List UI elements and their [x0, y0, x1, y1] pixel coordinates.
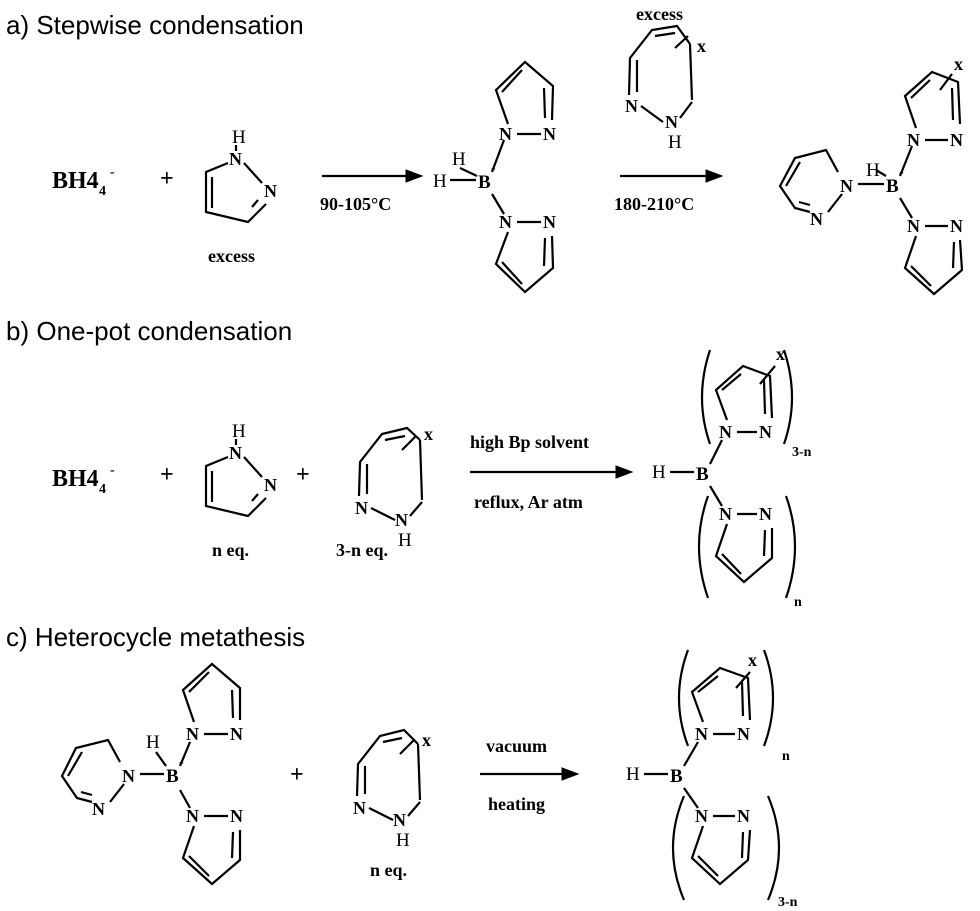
- atom-n: N: [950, 130, 963, 150]
- atom-n: N: [907, 130, 920, 150]
- pyrazole-molecule: H N N: [204, 421, 277, 518]
- substituted-pyrazole: x N N H: [625, 24, 706, 153]
- atom-n: N: [353, 798, 366, 818]
- atom-n: N: [543, 212, 556, 232]
- atom-n: N: [499, 212, 512, 232]
- atom-h: H: [866, 160, 880, 181]
- condition-top: high Bp solvent: [470, 432, 589, 452]
- atom-n: N: [759, 422, 772, 442]
- substituent-x: x: [776, 344, 785, 364]
- atom-n: N: [950, 216, 963, 236]
- plus-sign: +: [160, 166, 174, 192]
- excess-label: excess: [636, 4, 683, 24]
- tris-pyrazolyl-borate: N N B - H N N N N: [60, 662, 243, 886]
- pyrazole-molecule: H N N: [204, 127, 277, 224]
- atom-n: N: [122, 766, 135, 786]
- mixed-borate-product: H B N N x n N N: [626, 649, 798, 910]
- atom-b: B: [478, 172, 491, 193]
- bh4-subscript: 4: [99, 482, 106, 497]
- substituted-pyrazole: x N N H: [353, 728, 431, 851]
- atom-h: H: [668, 132, 682, 153]
- atom-n: N: [264, 181, 277, 201]
- subscript-n: n: [794, 595, 802, 610]
- atom-n: N: [665, 112, 678, 132]
- section-a-label: a) Stepwise condensation: [6, 10, 304, 40]
- bh4-formula: BH4: [52, 168, 99, 194]
- atom-h: H: [398, 530, 412, 551]
- atom-h: H: [232, 421, 246, 442]
- atom-h: H: [232, 127, 246, 148]
- atom-n: N: [92, 799, 105, 819]
- plus-sign: +: [290, 762, 304, 788]
- plus-sign: +: [296, 462, 310, 488]
- atom-n: N: [719, 504, 732, 524]
- atom-n: N: [737, 724, 750, 744]
- atom-n: N: [695, 806, 708, 826]
- substituent-x: x: [422, 730, 431, 750]
- atom-b: B: [886, 176, 899, 197]
- substituent-x: x: [748, 650, 757, 670]
- atom-n: N: [625, 96, 638, 116]
- plus-sign: +: [160, 462, 174, 488]
- atom-n: N: [229, 149, 242, 169]
- section-b-label: b) One-pot condensation: [6, 316, 293, 346]
- atom-n: N: [737, 806, 750, 826]
- section-c-scheme: N N B - H N N N N: [60, 649, 798, 910]
- atom-h: H: [433, 171, 447, 192]
- subscript-3-n: 3-n: [778, 895, 798, 910]
- atom-n: N: [719, 422, 732, 442]
- atom-n: N: [355, 498, 368, 518]
- atom-n: N: [230, 806, 243, 826]
- step1-condition: 90-105°C: [320, 194, 391, 214]
- atom-n: N: [230, 724, 243, 744]
- tris-pyrazolyl-borate: N N B - H N N x N: [778, 54, 964, 296]
- bh4-subscript: 4: [99, 184, 106, 199]
- condition-bottom: heating: [488, 794, 545, 814]
- bh4-charge: -: [110, 463, 115, 478]
- bh4-formula: BH4: [52, 466, 99, 492]
- atom-h: H: [146, 732, 160, 753]
- condition-top: vacuum: [486, 736, 547, 756]
- atom-n: N: [229, 443, 242, 463]
- atom-h: H: [396, 830, 410, 851]
- atom-n: N: [810, 209, 823, 229]
- atom-n: N: [186, 806, 199, 826]
- atom-n: N: [499, 124, 512, 144]
- atom-n: N: [393, 810, 406, 830]
- atom-n: N: [264, 475, 277, 495]
- mixed-borate-product: H B N N x 3-n N N: [652, 344, 812, 610]
- eq-label: 3-n eq.: [336, 540, 388, 560]
- bis-pyrazolyl-borate: H H B - N N N N: [433, 60, 556, 294]
- atom-h: H: [652, 462, 666, 483]
- atom-b: B: [670, 766, 683, 787]
- section-a-scheme: BH4 4 - + H N N excess 90-105°C H: [52, 4, 964, 296]
- subscript-n: n: [782, 749, 790, 764]
- atom-b: B: [696, 464, 709, 485]
- section-b-scheme: BH4 4 - + H N N n eq. + x: [52, 344, 812, 610]
- section-c-label: c) Heterocycle metathesis: [6, 622, 306, 652]
- atom-n: N: [186, 724, 199, 744]
- excess-label: excess: [208, 246, 255, 266]
- atom-n: N: [695, 724, 708, 744]
- eq-label: n eq.: [212, 540, 249, 560]
- substituent-x: x: [954, 54, 963, 74]
- atom-b: B: [166, 766, 179, 787]
- atom-n: N: [395, 510, 408, 530]
- atom-n: N: [840, 176, 853, 196]
- atom-n: N: [907, 216, 920, 236]
- atom-n: N: [759, 504, 772, 524]
- substituent-x: x: [424, 424, 433, 444]
- substituent-x: x: [697, 36, 706, 56]
- atom-n: N: [543, 124, 556, 144]
- step2-condition: 180-210°C: [614, 194, 694, 214]
- eq-label: n eq.: [370, 860, 407, 880]
- substituted-pyrazole: x N N H: [355, 424, 433, 551]
- bh4-charge: -: [110, 165, 115, 180]
- atom-h: H: [626, 764, 640, 785]
- subscript-3-n: 3-n: [792, 445, 812, 460]
- atom-h: H: [452, 149, 466, 170]
- condition-bottom: reflux, Ar atm: [474, 492, 583, 512]
